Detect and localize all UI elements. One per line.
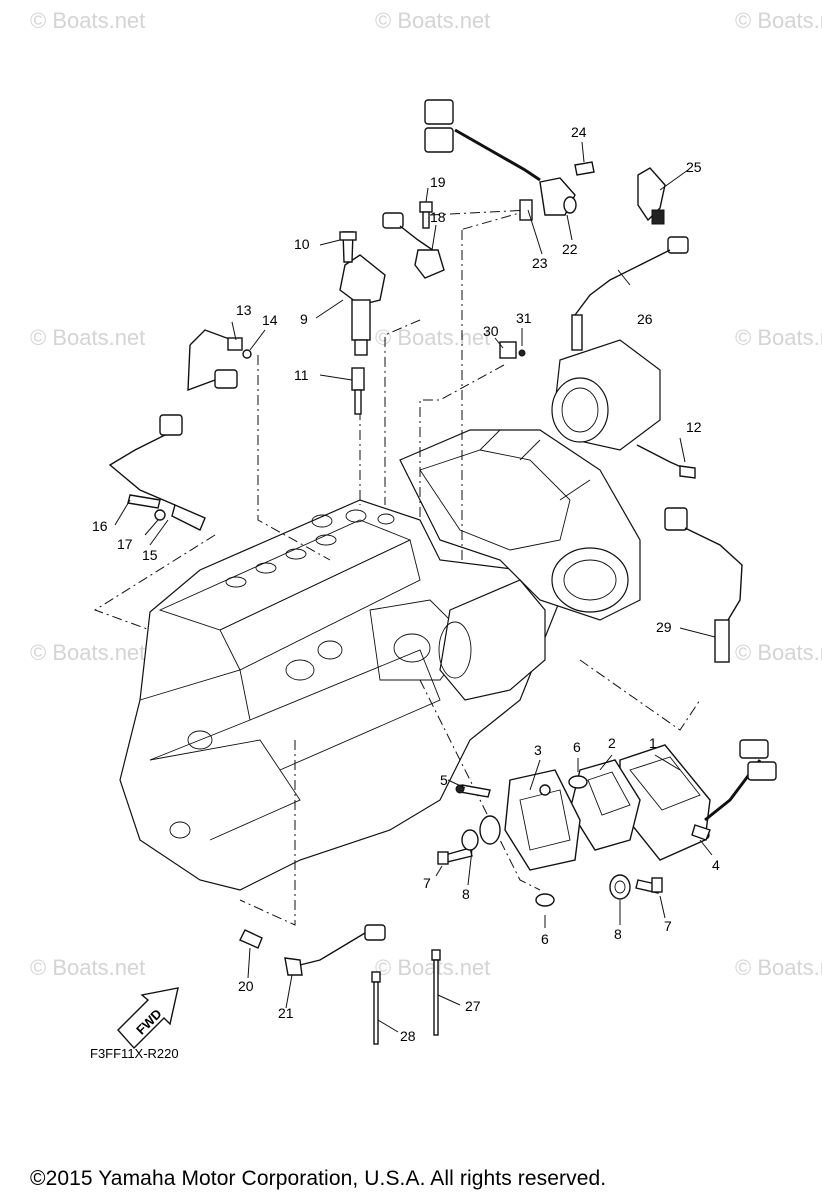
watermark: © Boats.net	[30, 325, 145, 350]
part-sensor-22	[424, 99, 595, 221]
watermark: © Boats.net	[735, 640, 822, 665]
callout-5: 5	[440, 772, 448, 788]
callout-14: 14	[262, 312, 278, 328]
callout-8a: 8	[462, 886, 470, 902]
watermark: © Boats.net	[30, 640, 145, 665]
callout-16: 16	[92, 518, 108, 534]
callout-11: 11	[294, 367, 309, 383]
callout-4: 4	[712, 857, 720, 873]
part-connector-25	[637, 167, 666, 225]
callout-22: 22	[562, 241, 578, 257]
callout-19: 19	[430, 174, 446, 190]
watermark: © Boats.net	[375, 325, 490, 350]
callout-24: 24	[571, 124, 587, 140]
callout-13: 13	[236, 302, 252, 318]
callout-2: 2	[608, 735, 616, 751]
callout-30: 30	[483, 323, 499, 339]
callout-3: 3	[534, 742, 542, 758]
callout-7b: 7	[664, 918, 672, 934]
watermark: © Boats.net	[735, 955, 822, 980]
callout-7a: 7	[423, 875, 431, 891]
callout-15: 15	[142, 547, 158, 563]
callout-25: 25	[686, 159, 702, 175]
callout-17: 17	[117, 536, 133, 552]
part-sensor-29	[664, 507, 743, 663]
callout-26: 26	[637, 311, 653, 327]
callout-10: 10	[294, 236, 310, 252]
part-dampers	[461, 829, 631, 900]
part-grommets	[535, 775, 588, 907]
fwd-arrow-icon: FWD	[117, 987, 179, 1050]
callout-21: 21	[278, 1005, 294, 1021]
watermark: © Boats.net	[735, 325, 822, 350]
callout-6b: 6	[541, 931, 549, 947]
callouts: 1 2 3 4 5 6 6 7 7 8 8 9 10 11 12 13 14 1…	[92, 124, 720, 1044]
callout-9: 9	[300, 311, 308, 327]
callout-leaders	[114, 141, 716, 1033]
callout-27: 27	[465, 998, 481, 1014]
part-sensor-20	[239, 924, 386, 976]
callout-1: 1	[649, 735, 657, 751]
part-cable-ties	[371, 949, 441, 1045]
watermark: © Boats.net	[735, 8, 822, 33]
part-sensor-13	[187, 329, 252, 392]
callout-8b: 8	[614, 926, 622, 942]
dashed-leaders	[93, 209, 701, 926]
callout-12: 12	[686, 419, 702, 435]
callout-28: 28	[400, 1028, 416, 1044]
part-clip-30	[499, 341, 526, 359]
watermark: © Boats.net	[375, 8, 490, 33]
callout-18: 18	[430, 209, 446, 225]
watermark: © Boats.net	[30, 8, 145, 33]
callout-23: 23	[532, 255, 548, 271]
callout-6a: 6	[573, 739, 581, 755]
part-sensor-15	[108, 414, 206, 531]
part-sensor-26	[571, 236, 689, 351]
engine-block	[119, 499, 561, 891]
part-sensor-12	[636, 444, 696, 479]
callout-29: 29	[656, 619, 672, 635]
copyright-notice: ©2015 Yamaha Motor Corporation, U.S.A. A…	[30, 1167, 607, 1190]
callout-20: 20	[238, 978, 254, 994]
part-bracket	[479, 769, 581, 871]
diagram-code: F3FF11X-R220	[90, 1046, 179, 1061]
watermark: © Boats.net	[30, 955, 145, 980]
intake-assembly	[399, 339, 661, 701]
callout-31: 31	[516, 310, 532, 326]
part-bolts	[437, 847, 663, 894]
part-sensor-18	[382, 201, 445, 279]
part-ignition-coil	[339, 231, 386, 415]
part-ecu	[619, 739, 777, 861]
